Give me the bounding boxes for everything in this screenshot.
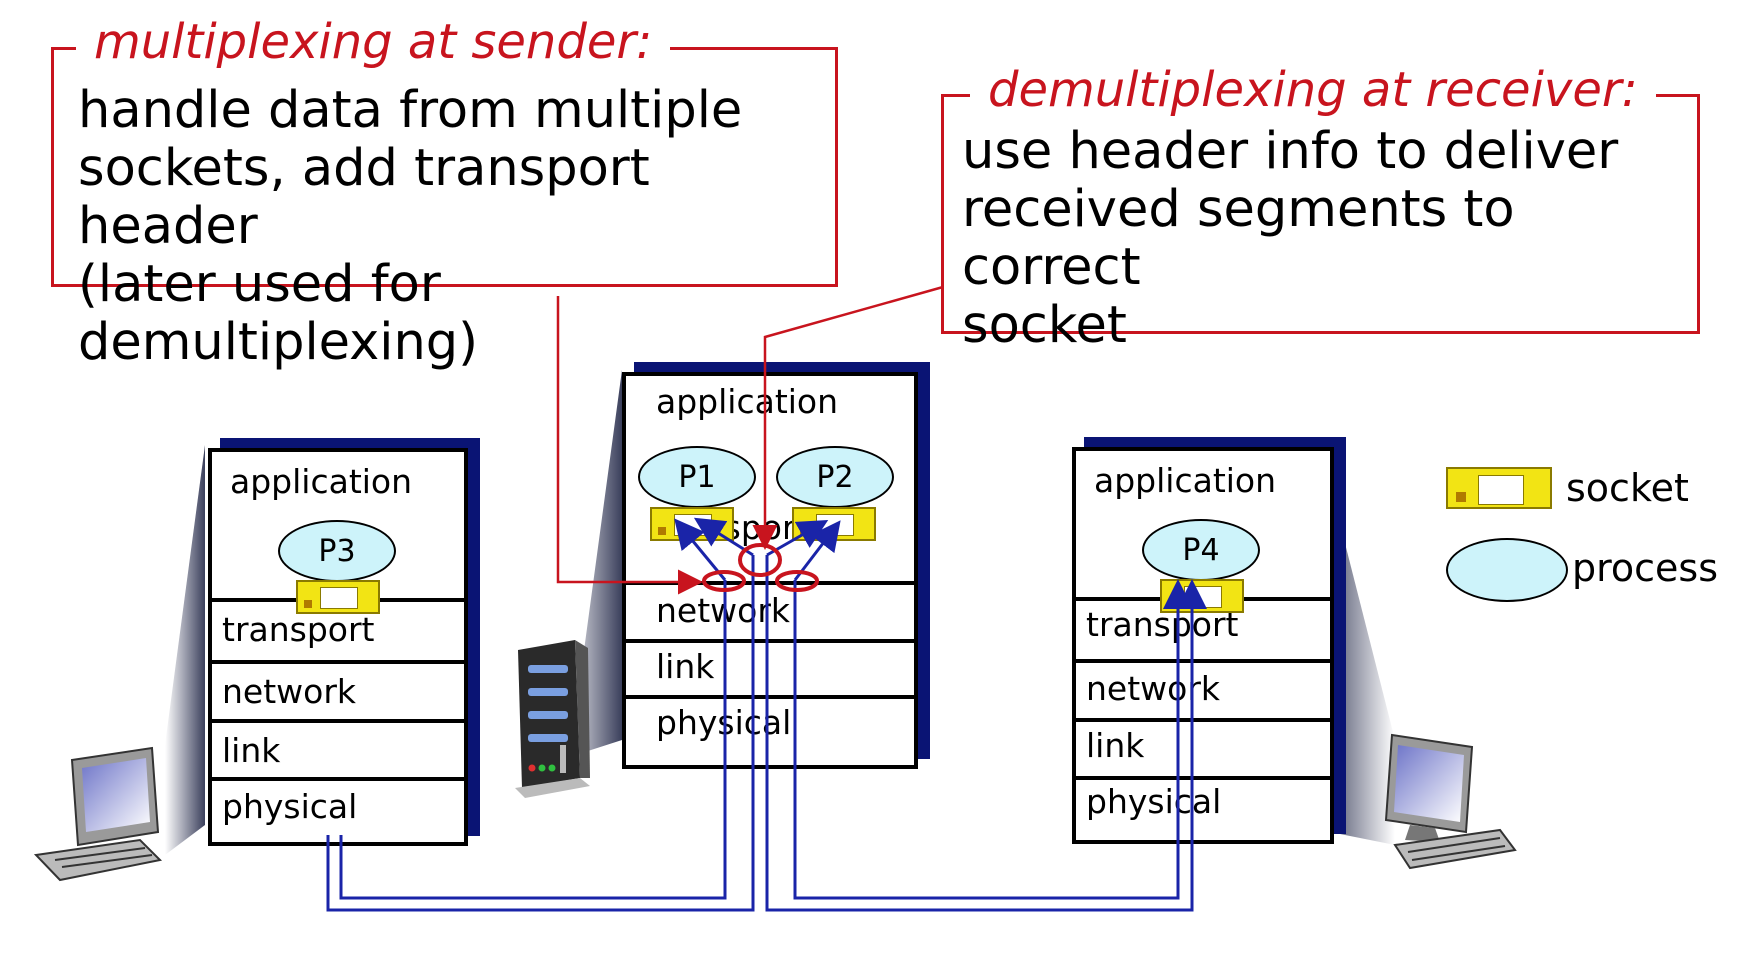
wire-left-inner: [339, 580, 727, 900]
left-layer-network-label: network: [222, 672, 357, 711]
wire-right-outer: [765, 555, 1194, 912]
left-host-shadow: [165, 445, 205, 855]
process-p1: P1: [638, 446, 756, 508]
header-markers: [702, 543, 819, 592]
multiplexing-line-2: sockets, add transport header: [78, 139, 650, 256]
socket-arrows: [674, 517, 1207, 615]
header-marker-left: [702, 570, 746, 592]
right-layer-link: link: [1076, 718, 1330, 780]
right-host-shadow: [1320, 445, 1395, 845]
center-application-label: application: [656, 382, 839, 421]
left-layer-link-label: link: [222, 731, 281, 770]
multiplexing-line-3: (later used for demultiplexing): [78, 255, 479, 372]
demultiplexing-line-2: received segments to correct: [962, 180, 1515, 297]
multiplexing-callout-body: handle data from multiple sockets, add t…: [78, 82, 835, 372]
left-host-stack: application P3 transport network link ph…: [208, 448, 468, 846]
right-layer-network: network: [1076, 659, 1330, 721]
demultiplexing-line-1: use header info to deliver: [962, 122, 1619, 181]
right-layer-network-label: network: [1086, 669, 1221, 708]
left-computer-icon: [33, 746, 163, 882]
multiplexing-line-1: handle data from multiple: [78, 81, 743, 140]
left-layer-network: network: [212, 660, 464, 722]
legend-socket-label: socket: [1566, 466, 1689, 510]
multiplexing-callout-title: multiplexing at sender:: [76, 16, 671, 68]
callout-pointers: [556, 285, 944, 595]
process-p3-label: P3: [318, 533, 356, 569]
demultiplexing-callout-body: use header info to deliver received segm…: [962, 123, 1697, 355]
demultiplexing-callout-title: demultiplexing at receiver:: [970, 64, 1656, 116]
right-layer-physical-label: physical: [1086, 782, 1222, 821]
demultiplexing-pointer: [752, 285, 944, 550]
demultiplexing-line-3: socket: [962, 296, 1127, 355]
right-host-stack: application P4 transport network link ph…: [1072, 447, 1334, 844]
physical-wires: [326, 555, 1194, 912]
multiplexing-callout: handle data from multiple sockets, add t…: [51, 47, 838, 372]
wire-right-inner: [793, 580, 1180, 900]
legend-process-label: process: [1572, 546, 1719, 590]
left-layer-physical-label: physical: [222, 787, 358, 826]
demultiplexing-callout: use header info to deliver received segm…: [941, 94, 1700, 355]
right-computer-icon: [1384, 733, 1517, 870]
header-marker-right: [775, 570, 819, 592]
center-layer-link: link: [626, 639, 914, 697]
left-layer-transport-label: transport: [222, 610, 375, 649]
multiplexing-pointer: [556, 296, 703, 595]
socket-p3: [296, 580, 380, 614]
legend-process-icon: [1446, 538, 1568, 602]
left-layer-link: link: [212, 719, 464, 781]
right-layer-physical: physical: [1076, 776, 1330, 838]
left-application-label: application: [230, 462, 413, 501]
process-p4-label: P4: [1182, 532, 1220, 568]
wire-left-outer: [326, 555, 755, 912]
process-p4: P4: [1142, 519, 1260, 581]
left-layer-physical: physical: [212, 777, 464, 839]
center-host-shadow: [560, 370, 622, 760]
right-layer-link-label: link: [1086, 726, 1145, 765]
process-p2-label: P2: [816, 459, 854, 495]
server-icon: [515, 640, 590, 798]
center-layer-link-label: link: [656, 647, 715, 686]
process-p1-label: P1: [678, 459, 716, 495]
legend-socket-icon: [1446, 467, 1552, 509]
header-marker-center: [738, 543, 782, 577]
right-application-label: application: [1094, 461, 1277, 500]
